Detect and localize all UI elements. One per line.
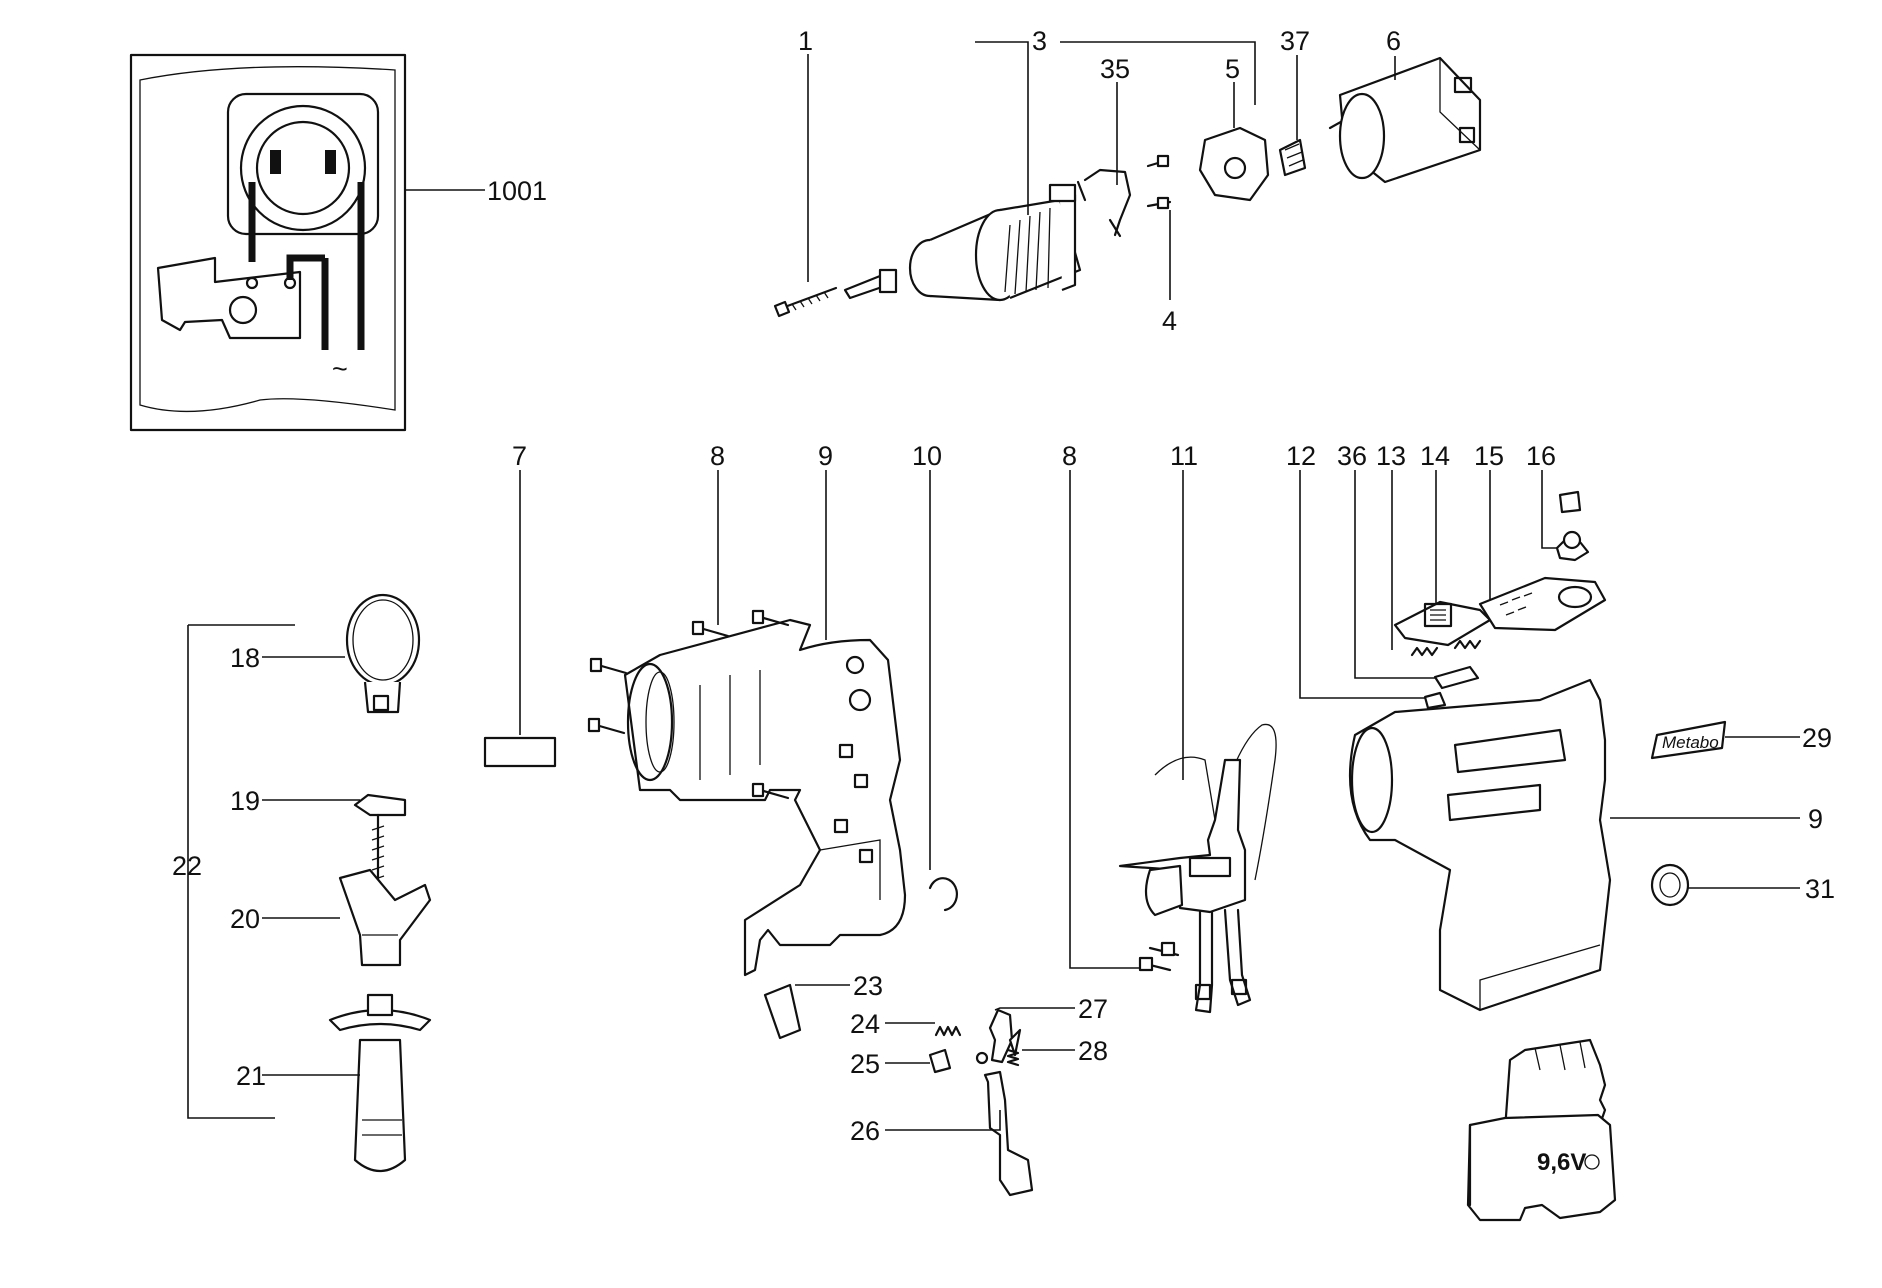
screws-4-part [1146,154,1172,210]
battery-voltage-text: 9,6V [1537,1149,1586,1176]
label-35: 35 [1100,54,1130,84]
label-9-left: 9 [818,441,833,471]
label-26: 26 [850,1116,880,1146]
recycle-icon [1584,1154,1600,1170]
name-plate-29-part: Metabo [1650,720,1727,760]
label-14: 14 [1420,441,1450,471]
label-22: 22 [172,851,202,881]
motor-stator-outline [226,92,380,236]
block-25-part [928,1048,952,1074]
slide-bar-26-part [983,1070,1034,1197]
label-12: 12 [1286,441,1316,471]
bit-holder-part [843,268,898,300]
switch-terminal-right [283,276,297,290]
label-20: 20 [230,904,260,934]
label-13: 13 [1376,441,1406,471]
gearbox-3-part [908,183,1082,302]
label-23: 23 [853,971,883,1001]
label-1: 1 [798,26,813,56]
brush-right-icon [325,150,336,174]
handle-clamp-18-part [345,593,421,714]
label-36: 36 [1337,441,1367,471]
handle-grip-21-part [328,993,432,1173]
switch-body-outline [156,256,302,340]
switch-terminal-left [245,276,259,290]
motor-wiring [248,182,365,350]
bracket-22 [187,624,295,1119]
label-27: 27 [1078,994,1108,1024]
label-disc-31-part [1650,863,1690,907]
brand-plate-text: Metabo [1662,733,1719,752]
lever-27-part [975,1008,1022,1065]
label-8-left: 8 [710,441,725,471]
inset-frame [129,53,407,432]
contact-36-part [1433,665,1480,690]
ac-symbol: ~ [332,354,348,384]
springs-13-part [1410,639,1482,657]
label-19: 19 [230,786,260,816]
switch-knob [228,295,258,325]
spring-24-part [934,1025,962,1037]
inset-housing-outline [139,66,396,413]
flange-5-part [1198,126,1270,202]
housing-half-left-9-part [623,618,907,977]
label-1001: 1001 [487,176,547,206]
label-4: 4 [1162,306,1177,336]
label-8-right: 8 [1062,441,1077,471]
pcb-14-part [1393,600,1492,647]
label-9-right: 9 [1808,804,1823,834]
label-7: 7 [512,441,527,471]
label-37: 37 [1280,26,1310,56]
label-24: 24 [850,1009,880,1039]
slider-23-part [763,983,802,1040]
ring-10-part [928,877,959,912]
label-11: 11 [1170,441,1198,471]
screw-19-part [353,793,407,897]
motor-6-part [1328,56,1482,184]
label-21: 21 [236,1061,266,1091]
spring-28-part [1006,1048,1020,1067]
battery-pack-part: 9,6V [1466,1038,1617,1222]
spring-clip-35-part [1076,168,1132,238]
contact-12-part [1423,691,1447,710]
brush-left-icon [270,150,281,174]
label-25: 25 [850,1049,880,1079]
label-18: 18 [230,643,260,673]
screws-8-right-part [1138,941,1180,972]
label-6: 6 [1386,26,1401,56]
label-28: 28 [1078,1036,1108,1066]
clamp-jaw-20-part [338,868,432,967]
label-31: 31 [1805,874,1835,904]
label-29: 29 [1802,723,1832,753]
label-3: 3 [1032,26,1047,56]
screws-8-left-part [587,609,790,800]
label-5: 5 [1225,54,1240,84]
label-15: 15 [1474,441,1504,471]
wiring-inset: ~ 1001 [129,53,547,432]
cover-15-part [1478,576,1607,632]
motor-rotor-inner [255,120,351,216]
knob-16-part [1555,490,1590,562]
label-strip-7-part [483,736,557,768]
housing-half-right-9-part [1348,678,1612,1012]
motor-rotor-outline [239,104,367,232]
screw-1-part [773,286,838,318]
label-16: 16 [1526,441,1556,471]
label-10: 10 [912,441,942,471]
pinion-37-part [1278,138,1307,177]
